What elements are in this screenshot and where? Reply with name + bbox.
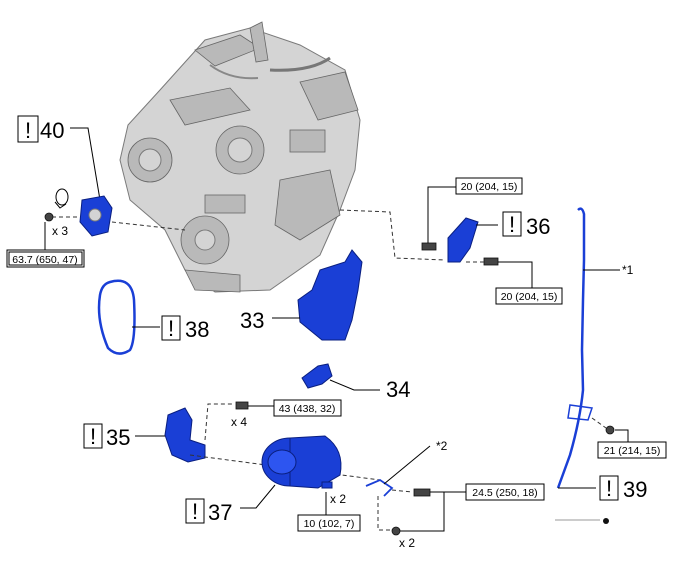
- part-37-group: ! 37 x 2 10 (102, 7) *2 x 2 24.5 (250, 1…: [185, 435, 545, 550]
- torque-box-35: [273, 399, 342, 417]
- part-35-group: ! 35 43 (438, 32) x 4: [83, 399, 381, 481]
- part-35-shape: [164, 407, 206, 463]
- part-37-body: [289, 435, 342, 489]
- qty-35: x 4: [231, 415, 247, 429]
- bolt-35: [235, 401, 249, 410]
- engine-assembly-illustration: [119, 21, 361, 293]
- caution-mark-40: !: [25, 118, 31, 143]
- part-34-group: 34: [301, 363, 410, 402]
- torque-box-36b: [495, 287, 563, 305]
- torque-37a: 24.5 (250, 18): [472, 487, 537, 499]
- part-label-36: 36: [526, 214, 550, 239]
- torque-36a: 20 (204, 15): [461, 181, 518, 193]
- part-36-group: ! 36 20 (204, 15) 20 (204, 15): [339, 177, 563, 305]
- caution-icon-40: [17, 115, 39, 143]
- part-33-group: 33: [240, 249, 363, 341]
- part-39-dipstick: [556, 207, 586, 489]
- bolt-37b: [391, 526, 401, 536]
- part-36-shape: [447, 217, 479, 263]
- torque-box-37a: [465, 483, 545, 501]
- part-label-38: 38: [185, 317, 209, 342]
- caution-icon-37: [185, 498, 205, 524]
- part-37-tab: [321, 481, 333, 489]
- bolt-37a: [413, 488, 431, 497]
- torque-40: 63.7 (650, 47): [12, 254, 77, 266]
- part-34-shape: [301, 363, 333, 389]
- torque-39: 21 (214, 15): [604, 445, 661, 457]
- caution-mark-36: !: [509, 212, 515, 237]
- caution-mark-35: !: [90, 424, 96, 449]
- torque-35: 43 (438, 32): [279, 403, 336, 415]
- torque-box-36a: [455, 177, 523, 195]
- part-label-40: 40: [40, 118, 64, 143]
- part-33-shape: [297, 249, 363, 341]
- bolt-36a: [421, 242, 437, 251]
- note-2: *2: [436, 439, 448, 453]
- part-label-34: 34: [386, 377, 410, 402]
- part-label-37: 37: [208, 500, 232, 525]
- torque-box-39: [597, 441, 667, 459]
- caution-mark-39: !: [606, 476, 612, 501]
- caution-icon-36: [502, 211, 522, 237]
- part-39-group: *1 21 (214, 15) ! 39: [555, 207, 667, 524]
- part-40-group: ! 40 x 3 63.7 (650, 47): [6, 115, 186, 268]
- part-label-33: 33: [240, 308, 264, 333]
- caution-mark-37: !: [192, 499, 198, 524]
- qty-40: x 3: [52, 224, 68, 238]
- caution-mark-38: !: [168, 316, 174, 341]
- bolt-36b: [483, 257, 499, 266]
- qty-37b: x 2: [399, 536, 415, 550]
- rotation-icon: [55, 188, 69, 206]
- part-38-group: ! 38: [97, 279, 209, 355]
- part-38-belt: [97, 279, 136, 355]
- clip-2: [365, 478, 394, 497]
- caution-icon-39: [599, 475, 619, 501]
- caution-icon-38: [161, 315, 181, 341]
- part-40-hole: [88, 208, 102, 222]
- bolt-39: [605, 425, 615, 435]
- torque-36b: 20 (204, 15): [501, 291, 558, 303]
- part-label-39: 39: [623, 477, 647, 502]
- torque-37b: 10 (102, 7): [304, 518, 355, 530]
- qty-37a: x 2: [330, 492, 346, 506]
- part-label-35: 35: [106, 425, 130, 450]
- dipstick-tip-dot: [603, 518, 609, 524]
- torque-box-37b: [297, 514, 361, 532]
- bolt-40: [44, 212, 54, 222]
- caution-icon-35: [83, 423, 103, 449]
- note-1: *1: [622, 263, 634, 277]
